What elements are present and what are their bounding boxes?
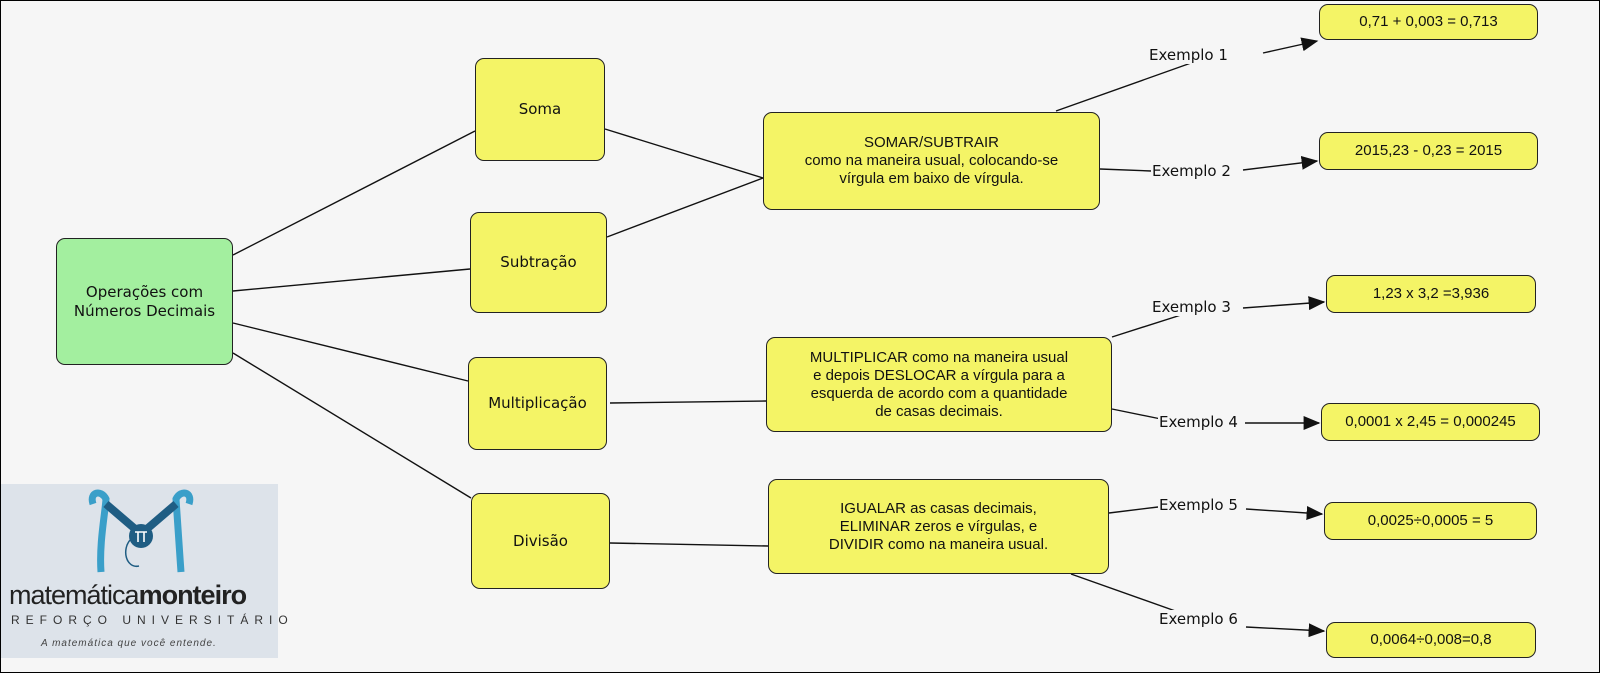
link-root-multiplicacao xyxy=(232,322,469,382)
arrow-example-2 xyxy=(1242,155,1319,171)
link-subtracao-rule xyxy=(606,177,764,238)
link-root-soma xyxy=(232,130,476,256)
arrow-example-1 xyxy=(1262,37,1319,54)
example-result-6: 0,0064÷0,008=0,8 xyxy=(1326,622,1536,658)
logo: matemáticamonteiro REFORÇO UNIVERSITÁRIO… xyxy=(1,484,288,658)
root-node: Operações com Números Decimais xyxy=(56,238,233,365)
example-label-1: Exemplo 1 xyxy=(1148,46,1229,64)
example-result-1: 0,71 + 0,003 = 0,713 xyxy=(1319,4,1538,40)
example-label-5: Exemplo 5 xyxy=(1158,496,1239,514)
node-multiplicacao: Multiplicação xyxy=(468,357,607,450)
arrow-example-5 xyxy=(1245,506,1324,520)
arrow-example-6 xyxy=(1245,623,1326,638)
link-mult-rule xyxy=(609,400,767,404)
example-label-6: Exemplo 6 xyxy=(1158,610,1239,628)
link-rule-example-2 xyxy=(1099,168,1152,172)
rule-div: IGUALAR as casas decimais, ELIMINAR zero… xyxy=(768,479,1109,574)
logo-name-light: matemática xyxy=(9,580,140,610)
arrow-example-3 xyxy=(1242,296,1326,311)
logo-tagline: A matemática que você entende. xyxy=(41,638,217,649)
logo-subtitle: REFORÇO UNIVERSITÁRIO xyxy=(11,613,294,627)
node-divisao: Divisão xyxy=(471,493,610,589)
example-result-3: 1,23 x 3,2 =3,936 xyxy=(1326,275,1536,313)
logo-mark-icon xyxy=(88,489,194,573)
link-rule-example-4 xyxy=(1111,408,1162,420)
example-result-4: 0,0001 x 2,45 = 0,000245 xyxy=(1321,403,1540,441)
link-root-divisao xyxy=(232,352,472,499)
rule-add-sub: SOMAR/SUBTRAIR como na maneira usual, co… xyxy=(763,112,1100,210)
example-label-3: Exemplo 3 xyxy=(1151,298,1232,316)
example-label-2: Exemplo 2 xyxy=(1151,162,1232,180)
link-rule-example-1 xyxy=(1055,62,1192,112)
example-result-5: 0,0025÷0,0005 = 5 xyxy=(1324,502,1537,540)
link-rule-example-5 xyxy=(1108,506,1159,514)
link-rule-example-3 xyxy=(1111,314,1182,338)
link-rule-example-6 xyxy=(1070,573,1182,614)
link-soma-rule xyxy=(604,128,764,179)
node-soma: Soma xyxy=(475,58,605,161)
example-result-2: 2015,23 - 0,23 = 2015 xyxy=(1319,132,1538,170)
example-label-4: Exemplo 4 xyxy=(1158,413,1239,431)
link-root-subtracao xyxy=(232,268,471,292)
logo-name-bold: monteiro xyxy=(138,580,248,610)
node-subtracao: Subtração xyxy=(470,212,607,313)
link-div-rule xyxy=(609,542,769,547)
rule-mult: MULTIPLICAR como na maneira usual e depo… xyxy=(766,337,1112,432)
